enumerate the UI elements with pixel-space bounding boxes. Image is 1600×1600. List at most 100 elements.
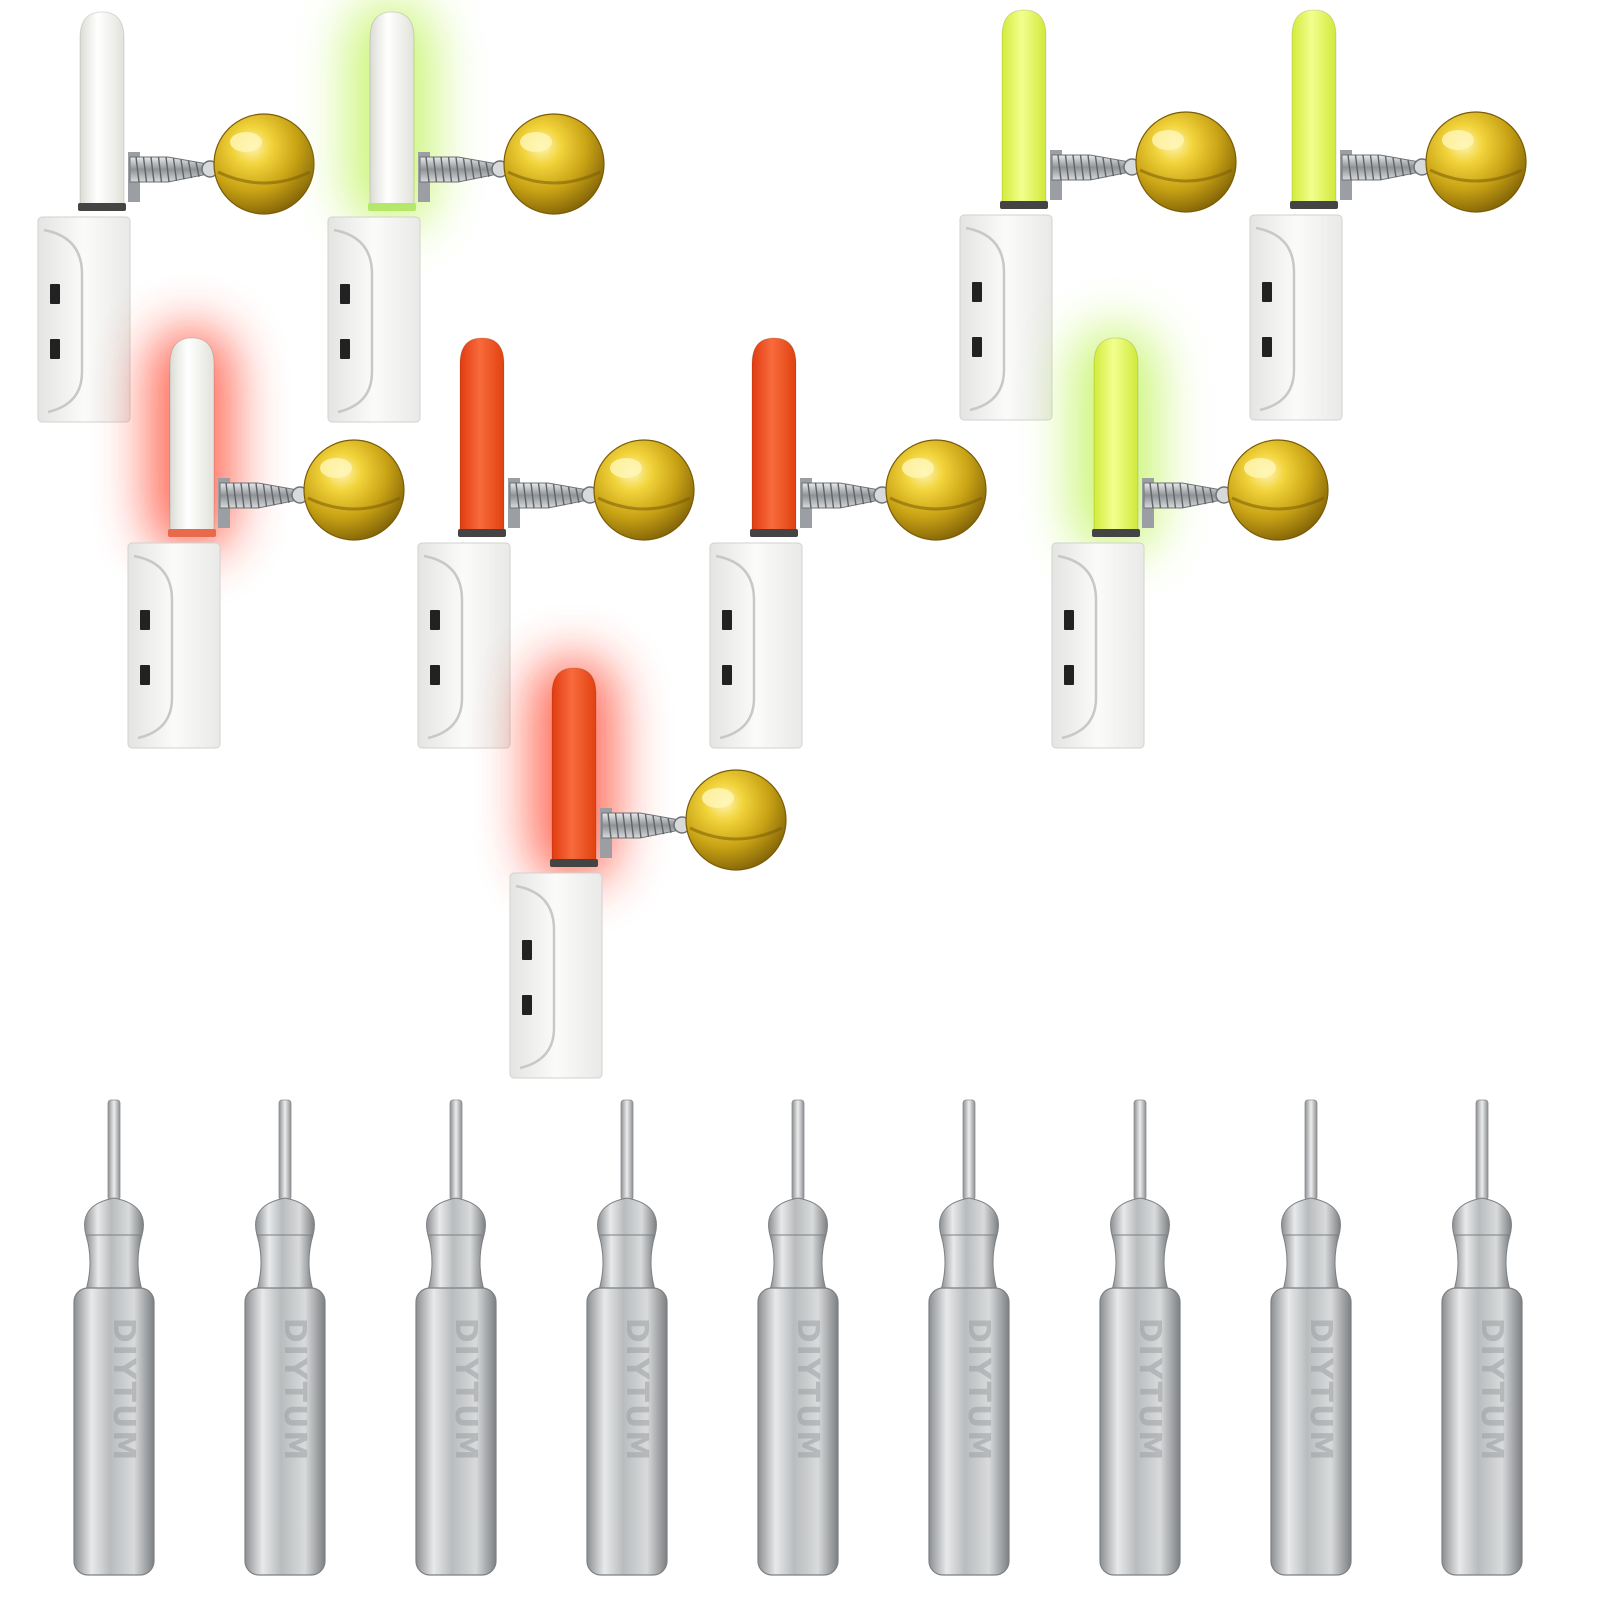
clip-slot (140, 665, 150, 685)
spring-ring (515, 482, 520, 509)
battery-cap (939, 1197, 999, 1236)
battery-neck (1453, 1234, 1511, 1291)
glow-stick (369, 11, 415, 206)
clip-slot (1064, 665, 1074, 685)
bite-alarm (37, 11, 315, 423)
spring-ring (455, 156, 460, 183)
spring-ring (172, 158, 178, 181)
spring-ring (1384, 156, 1390, 179)
spring-ring (859, 486, 865, 505)
battery-pin (1475, 1099, 1489, 1201)
battery-engraving: DIYTUM (106, 1318, 141, 1462)
spring-ring (187, 160, 193, 179)
battery-cap (597, 1197, 657, 1236)
glow-stick (1093, 337, 1139, 532)
spring-ring (667, 818, 672, 833)
spring (1051, 154, 1131, 181)
clip-body (417, 542, 511, 749)
spring-ring (844, 484, 850, 507)
clip-curve (133, 554, 174, 740)
spring-ring (470, 159, 475, 180)
spring (1341, 154, 1421, 181)
bell-slot (307, 496, 401, 511)
spring-ring (1171, 482, 1177, 509)
spring-ring (1362, 154, 1367, 181)
spring-ring (485, 162, 490, 177)
battery: DIYTUM (928, 1099, 1010, 1576)
clip-body (127, 542, 221, 749)
bell-highlight (610, 458, 642, 478)
spring (419, 156, 499, 183)
spring-ring (425, 156, 430, 183)
spring-ring (157, 156, 163, 183)
spring-ring (614, 812, 620, 839)
bell (303, 439, 405, 541)
spring-ring (522, 482, 528, 509)
bell-highlight (1442, 130, 1474, 150)
clip-curve (965, 226, 1006, 412)
bell-highlight (520, 132, 552, 152)
spring-ring (652, 815, 657, 836)
spring-ring (277, 486, 283, 505)
bell-slot (689, 826, 783, 841)
clip-body (327, 216, 421, 423)
spring-ring (575, 488, 580, 503)
spring-ring (432, 156, 438, 183)
battery-engraving: DIYTUM (961, 1318, 996, 1462)
spring-ring (1149, 482, 1154, 509)
bell-slot (889, 496, 983, 511)
battery-body (1270, 1287, 1352, 1576)
battery: DIYTUM (73, 1099, 155, 1576)
spring (1143, 482, 1223, 509)
spring (219, 482, 299, 509)
spring-ring (142, 156, 148, 183)
spring-ring (240, 482, 245, 509)
spring-ring (814, 482, 820, 509)
battery-pin (1304, 1099, 1318, 1201)
clip-slot (1262, 337, 1272, 357)
spring-ring (1209, 488, 1214, 503)
battery-engraving: DIYTUM (448, 1318, 483, 1462)
bell (593, 439, 695, 541)
clip-slot (522, 940, 532, 960)
spring-ring (225, 482, 230, 509)
bell (213, 113, 315, 215)
battery-body (1441, 1287, 1523, 1576)
clip-slot (50, 339, 60, 359)
bell-slot (507, 170, 601, 185)
spring-ring (180, 159, 185, 180)
bell-highlight (320, 458, 352, 478)
clip-slot (50, 284, 60, 304)
spring-ring (1072, 154, 1077, 181)
glow-stick (459, 337, 505, 532)
bell (885, 439, 987, 541)
spring-ring (1087, 154, 1092, 181)
bite-alarm (327, 2, 605, 423)
spring-ring (1117, 160, 1122, 175)
spring-ring (1194, 485, 1199, 506)
clip-curve (1255, 226, 1296, 412)
glow-stick (169, 337, 215, 532)
battery-engraving: DIYTUM (1474, 1318, 1509, 1462)
clip-slot (722, 665, 732, 685)
spring-ring (530, 482, 535, 509)
clip-curve (43, 228, 84, 414)
bite-alarm (127, 328, 405, 749)
bell-slot (1429, 168, 1523, 183)
battery-engraving: DIYTUM (1303, 1318, 1338, 1462)
spring-ring (150, 156, 155, 183)
spring-ring (545, 482, 550, 509)
spring-ring (1102, 157, 1107, 178)
spring-ring (829, 482, 835, 509)
battery-body (928, 1287, 1010, 1576)
bell (503, 113, 605, 215)
clip-slot (1262, 282, 1272, 302)
spring-ring (135, 156, 140, 183)
spring-ring (232, 482, 238, 509)
spring-ring (1354, 154, 1360, 181)
spring-ring (1109, 158, 1115, 177)
bite-alarm (709, 337, 987, 749)
battery-engraving: DIYTUM (790, 1318, 825, 1462)
spring-ring (1094, 156, 1100, 179)
